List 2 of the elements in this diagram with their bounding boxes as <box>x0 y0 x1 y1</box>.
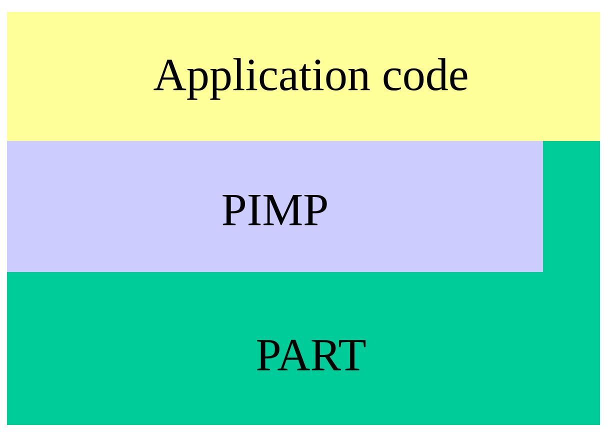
application-layer-band: Application code <box>7 12 600 141</box>
pimp-layer-band: PIMP <box>7 141 543 272</box>
